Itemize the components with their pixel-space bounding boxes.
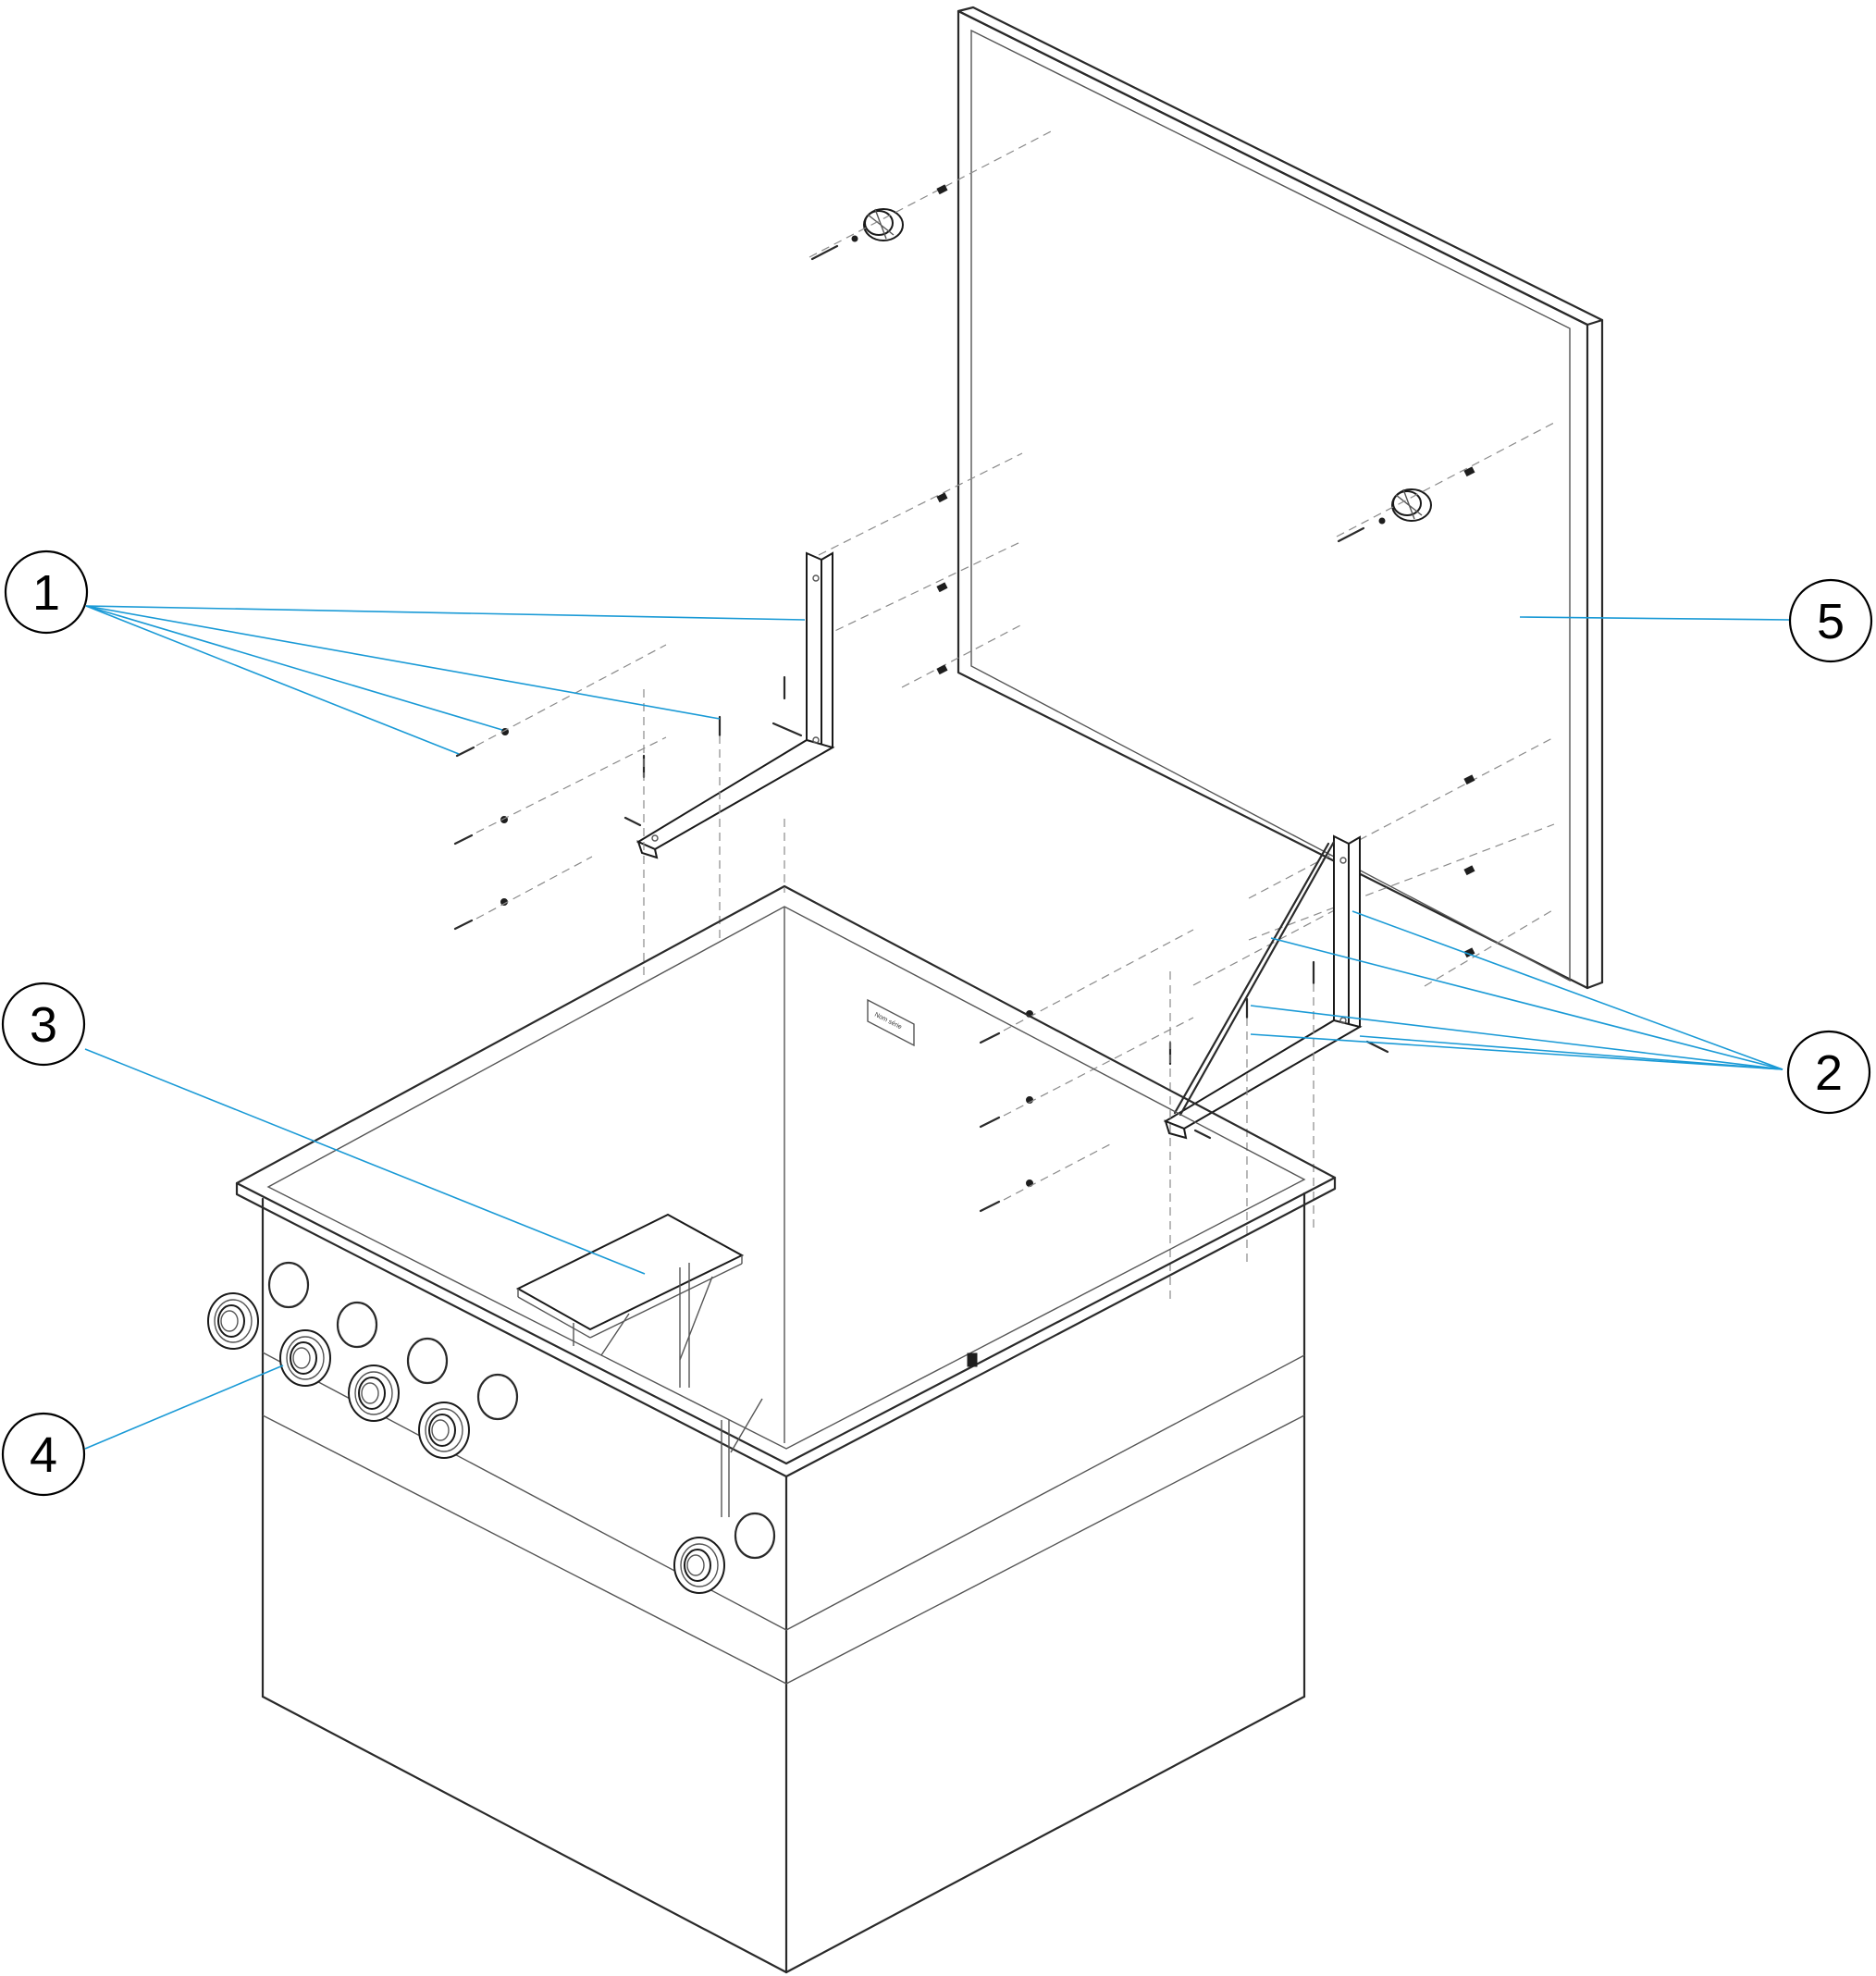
assembly-lines-lid — [808, 129, 1555, 987]
wall-fitting-3 — [348, 1365, 400, 1422]
lid-handle-right — [1391, 488, 1432, 522]
callout-4: 4 — [1, 1412, 86, 1497]
lid-fasteners — [810, 184, 1475, 958]
leader-3 — [84, 1048, 646, 1275]
left-hinge-bracket — [636, 551, 835, 859]
wall-fitting-4 — [418, 1402, 470, 1459]
leader-2d — [1250, 1033, 1783, 1070]
leader-2e — [1359, 1035, 1783, 1070]
leader-lines — [84, 605, 1790, 1450]
wall-openings — [267, 1261, 776, 1560]
callout-5: 5 — [1788, 578, 1873, 663]
callout-2: 2 — [1786, 1030, 1871, 1115]
wall-fitting-1 — [207, 1292, 259, 1350]
callout-2-label: 2 — [1815, 1045, 1843, 1101]
leader-2b — [1270, 937, 1783, 1070]
leader-1b — [85, 605, 721, 720]
wall-fitting-5 — [673, 1537, 725, 1594]
nameplate: Nom série — [867, 998, 915, 1047]
left-hinge-screws — [453, 644, 803, 981]
skimmer-shelf — [515, 1213, 745, 1388]
callout-5-label: 5 — [1817, 594, 1845, 649]
callout-1: 1 — [4, 550, 89, 635]
nameplate-text: Nom série — [873, 1012, 903, 1031]
leader-2c — [1250, 1005, 1783, 1070]
leader-2a — [1351, 910, 1783, 1070]
leader-4 — [84, 1365, 284, 1450]
right-hinge-bracket — [1163, 834, 1363, 1140]
lid-panel — [957, 6, 1604, 990]
inner-wall-clip — [967, 1352, 978, 1367]
wall-fitting-2 — [279, 1329, 331, 1387]
leader-1d — [85, 605, 460, 755]
leader-1c — [85, 605, 503, 731]
lid-handle-top — [863, 208, 904, 241]
leader-5 — [1519, 616, 1790, 621]
callout-3-label: 3 — [30, 997, 57, 1053]
callout-3: 3 — [1, 982, 86, 1067]
callout-4-label: 4 — [30, 1427, 57, 1483]
leader-1a — [85, 605, 806, 621]
callout-1-label: 1 — [32, 565, 60, 621]
tank-body — [235, 884, 1337, 1974]
